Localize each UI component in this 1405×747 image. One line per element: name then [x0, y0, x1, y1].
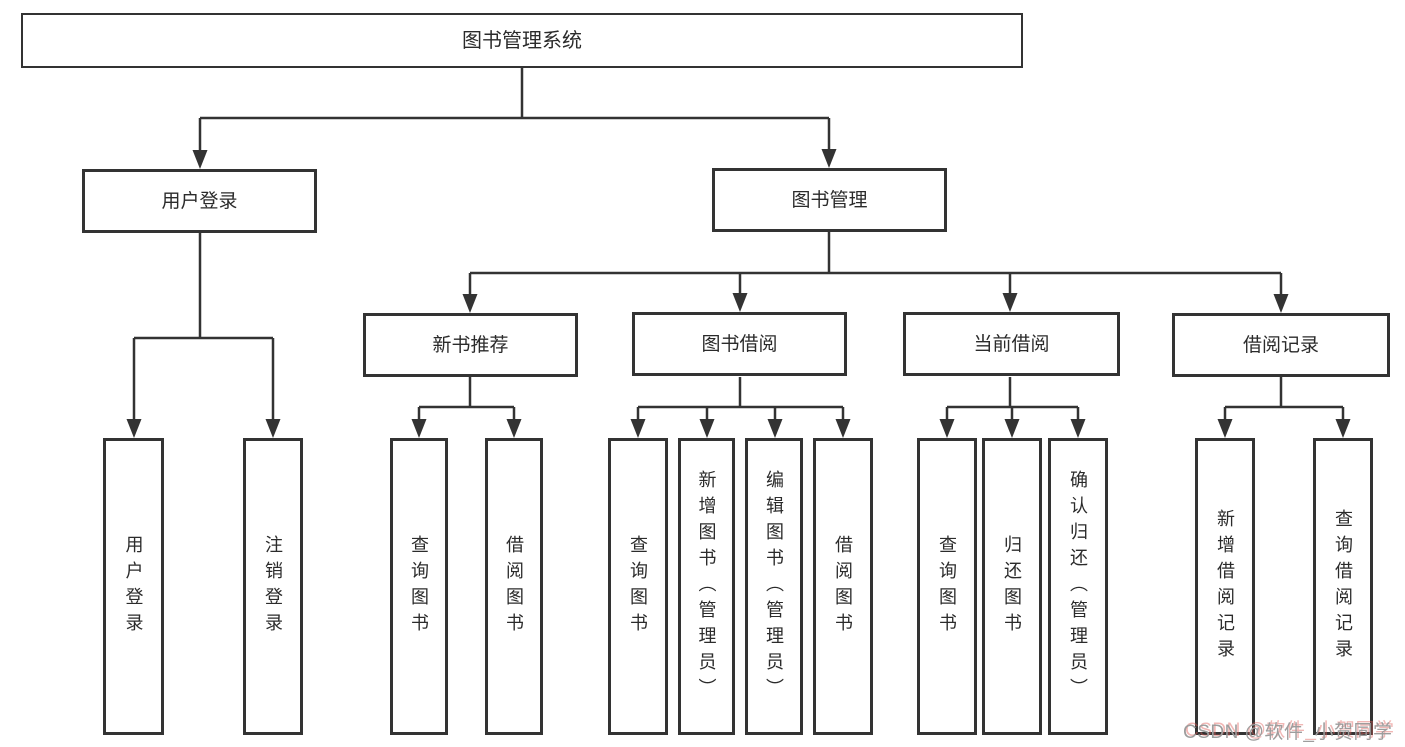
node-borrowing-records: 借阅记录: [1172, 313, 1390, 377]
node-current-borrowing: 当前借阅: [903, 312, 1120, 376]
leaf-query-borrow-record: 查询借阅记录: [1313, 438, 1373, 735]
node-user-login: 用户登录: [82, 169, 317, 233]
leaf-return-books: 归还图书: [982, 438, 1042, 735]
leaf-borrow-books-recommend-label: 借阅图书: [504, 534, 524, 639]
leaf-borrow-books: 借阅图书: [813, 438, 873, 735]
leaf-query-borrow-record-label: 查询借阅记录: [1333, 508, 1353, 665]
leaf-query-books-borrowing-label: 查询图书: [628, 534, 648, 639]
leaf-confirm-return-admin: 确认归还（管理员）: [1048, 438, 1108, 735]
node-new-book-recommendation: 新书推荐: [363, 313, 578, 377]
node-book-management-system: 图书管理系统: [21, 13, 1023, 68]
leaf-confirm-return-admin-label: 确认归还（管理员）: [1068, 469, 1088, 704]
leaf-borrow-books-label: 借阅图书: [833, 534, 853, 639]
leaf-logout-label: 注销登录: [263, 534, 283, 639]
leaf-query-books-borrowing: 查询图书: [608, 438, 668, 735]
node-book-borrowing: 图书借阅: [632, 312, 847, 376]
leaf-query-books-current: 查询图书: [917, 438, 977, 735]
leaf-query-books-current-label: 查询图书: [937, 534, 957, 639]
leaf-edit-books-admin-label: 编辑图书（管理员）: [764, 469, 784, 704]
watermark-text: CSDN @软件_小贺同学: [1183, 722, 1393, 743]
node-book-management: 图书管理: [712, 168, 947, 232]
leaf-query-books-recommend: 查询图书: [390, 438, 448, 735]
leaf-user-login: 用户登录: [103, 438, 164, 735]
leaf-add-borrow-record-label: 新增借阅记录: [1215, 508, 1235, 665]
leaf-add-borrow-record: 新增借阅记录: [1195, 438, 1255, 735]
leaf-query-books-recommend-label: 查询图书: [409, 534, 429, 639]
leaf-logout: 注销登录: [243, 438, 303, 735]
leaf-edit-books-admin: 编辑图书（管理员）: [745, 438, 803, 735]
leaf-borrow-books-recommend: 借阅图书: [485, 438, 543, 735]
leaf-user-login-label: 用户登录: [123, 534, 144, 639]
leaf-add-books-admin-label: 新增图书（管理员）: [696, 469, 717, 704]
leaf-return-books-label: 归还图书: [1002, 534, 1022, 639]
leaf-add-books-admin: 新增图书（管理员）: [678, 438, 735, 735]
